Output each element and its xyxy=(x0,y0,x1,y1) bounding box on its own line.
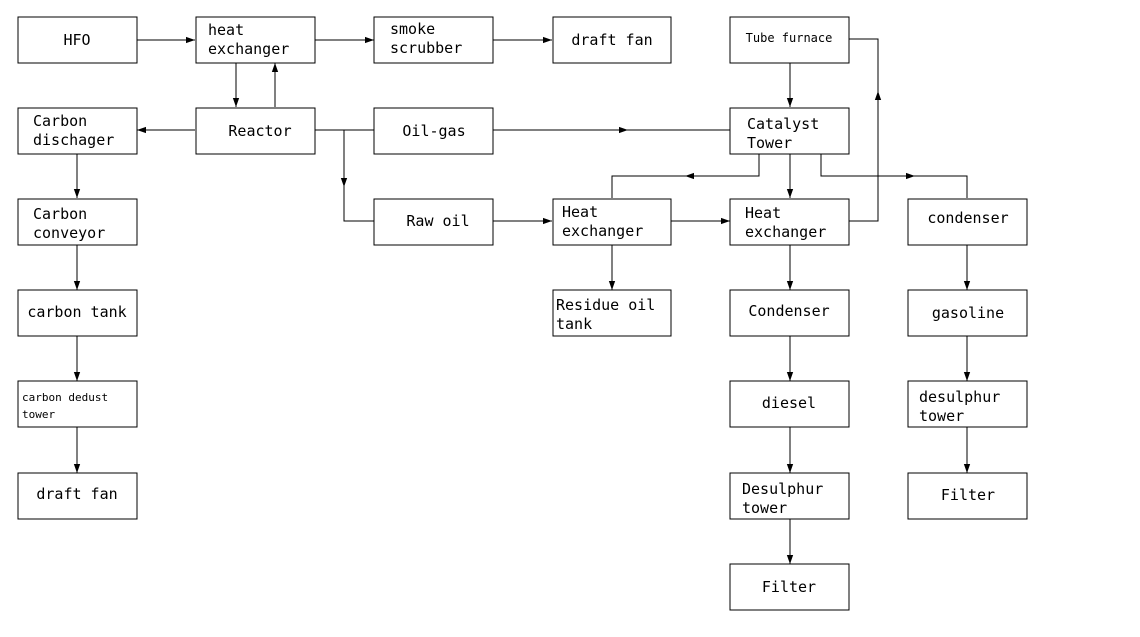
node-heat-exchanger-mid: Heat exchanger xyxy=(552,198,672,246)
node-reactor: Reactor xyxy=(195,107,316,155)
node-carbon-discharger: Carbon dischager xyxy=(17,107,138,155)
node-label-line1: desulphur xyxy=(919,388,1000,406)
node-label-line1: Carbon xyxy=(33,205,87,223)
node-label-line1: smoke xyxy=(390,20,435,38)
node-label-line2: conveyor xyxy=(33,224,105,242)
node-tube-furnace: Tube furnace xyxy=(729,16,850,64)
node-label-line1: Heat xyxy=(745,204,781,222)
node-filter-bottom: Filter xyxy=(729,563,850,611)
node-label-line2: Tower xyxy=(747,134,792,152)
node-label: Tube furnace xyxy=(746,31,833,45)
node-label-line1: Heat xyxy=(562,203,598,221)
node-label: Raw oil xyxy=(406,212,469,230)
node-label: Condenser xyxy=(748,302,829,320)
node-heat-exchanger-top: heat exchanger xyxy=(195,16,316,64)
node-hfo: HFO xyxy=(17,16,138,64)
node-label-line1: Carbon xyxy=(33,112,87,130)
node-label: carbon tank xyxy=(27,303,126,321)
node-catalyst-tower: Catalyst Tower xyxy=(729,107,850,155)
node-label-line1: Desulphur xyxy=(742,480,823,498)
node-gasoline: gasoline xyxy=(907,289,1028,337)
node-label-line2: exchanger xyxy=(745,223,826,241)
node-label-line2: exchanger xyxy=(562,222,643,240)
node-label: draft fan xyxy=(571,31,652,49)
node-label: Oil-gas xyxy=(402,122,465,140)
node-label: Reactor xyxy=(228,122,291,140)
node-smoke-scrubber: smoke scrubber xyxy=(373,16,494,64)
node-condenser-right: condenser xyxy=(907,198,1028,246)
node-label: gasoline xyxy=(932,304,1004,322)
node-filter-right: Filter xyxy=(907,472,1028,520)
node-label: HFO xyxy=(63,31,90,49)
edge-heat-exchanger-to-tube-furnace xyxy=(849,38,879,222)
node-label-line2: dischager xyxy=(33,131,114,149)
node-label-line1: Catalyst xyxy=(747,115,819,133)
node-label: draft fan xyxy=(36,485,117,503)
node-carbon-conveyor: Carbon conveyor xyxy=(17,198,138,246)
connectors xyxy=(73,36,971,564)
node-label-line1: carbon dedust xyxy=(22,391,108,404)
node-draft-fan-bottom: draft fan xyxy=(17,472,138,520)
node-label: condenser xyxy=(927,209,1008,227)
node-desulphur-tower-mid: Desulphur tower xyxy=(729,472,850,520)
node-desulphur-tower-right: desulphur tower xyxy=(907,380,1028,428)
node-carbon-tank: carbon tank xyxy=(17,289,138,337)
node-heat-exchanger-right: Heat exchanger xyxy=(729,198,850,246)
node-label-line2: tank xyxy=(556,315,592,333)
node-label: Filter xyxy=(941,486,995,504)
node-condenser-mid: Condenser xyxy=(729,289,850,337)
node-raw-oil: Raw oil xyxy=(373,198,494,246)
node-label-line2: exchanger xyxy=(208,40,289,58)
node-label-line1: Residue oil xyxy=(556,296,655,314)
node-oil-gas: Oil-gas xyxy=(373,107,494,155)
node-diesel: diesel xyxy=(729,380,850,428)
node-label-line2: tower xyxy=(742,499,787,517)
node-label-line2: tower xyxy=(22,408,55,421)
node-carbon-dedust-tower: carbon dedust tower xyxy=(17,380,138,428)
node-label: diesel xyxy=(762,394,816,412)
node-label: Filter xyxy=(762,578,816,596)
node-label-line2: tower xyxy=(919,407,964,425)
edge-reactor-to-raw-oil xyxy=(343,130,374,222)
node-label-line2: scrubber xyxy=(390,39,462,57)
node-draft-fan-top: draft fan xyxy=(552,16,672,64)
node-label-line1: heat xyxy=(208,21,244,39)
node-residue-oil-tank: Residue oil tank xyxy=(552,289,672,337)
